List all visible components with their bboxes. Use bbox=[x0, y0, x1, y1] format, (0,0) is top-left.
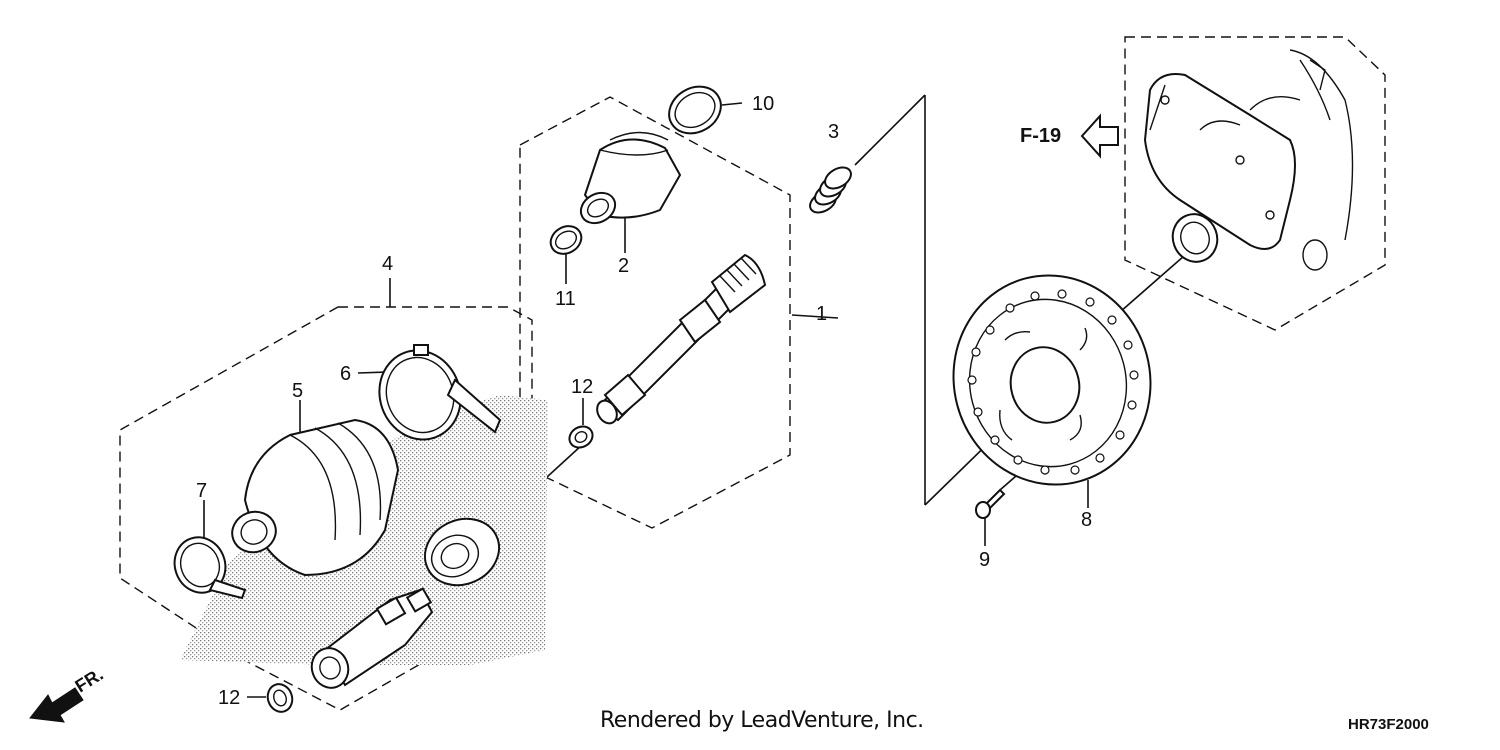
part-12-washer-upper bbox=[568, 425, 594, 449]
part-10-o-ring bbox=[668, 85, 722, 135]
callout-7: 7 bbox=[196, 480, 207, 502]
callout-3: 3 bbox=[828, 121, 839, 143]
part-6-band bbox=[378, 344, 502, 441]
reference-arrow bbox=[1080, 113, 1119, 159]
render-credit: Rendered by LeadVenture, Inc. bbox=[600, 708, 924, 733]
callout-4: 4 bbox=[382, 253, 393, 275]
callout-12-upper: 12 bbox=[571, 376, 593, 398]
callout-9: 9 bbox=[979, 549, 990, 571]
part-7-small-band bbox=[173, 536, 247, 600]
part-3-spring bbox=[809, 166, 852, 214]
callout-11: 11 bbox=[555, 288, 576, 310]
part-5-boot bbox=[231, 418, 400, 577]
callout-5: 5 bbox=[292, 380, 303, 402]
callout-8: 8 bbox=[1081, 509, 1092, 531]
part-2-inner-joint bbox=[579, 131, 682, 225]
callout-6: 6 bbox=[340, 363, 351, 385]
callout-1: 1 bbox=[816, 303, 827, 325]
part-12-washer-lower bbox=[266, 683, 294, 713]
assembly-4-boundary bbox=[119, 306, 533, 711]
knuckle-hub-assembly bbox=[1143, 49, 1354, 271]
part-9-bolt bbox=[975, 488, 1006, 519]
diagram-code: HR73F2000 bbox=[1348, 716, 1429, 733]
outer-joint-bearing bbox=[424, 517, 500, 587]
callout-12-lower: 12 bbox=[218, 687, 240, 709]
front-direction-arrow bbox=[29, 687, 84, 723]
part-8-brake-disc bbox=[952, 274, 1152, 486]
callout-10: 10 bbox=[752, 93, 774, 115]
callout-2: 2 bbox=[618, 255, 629, 277]
part-1-shaft bbox=[596, 253, 767, 425]
hub-assembly-boundary bbox=[1124, 36, 1386, 331]
reference-label: F-19 bbox=[1020, 125, 1061, 147]
universal-joint-yoke bbox=[310, 587, 434, 689]
part-11-snap-ring bbox=[549, 225, 583, 255]
